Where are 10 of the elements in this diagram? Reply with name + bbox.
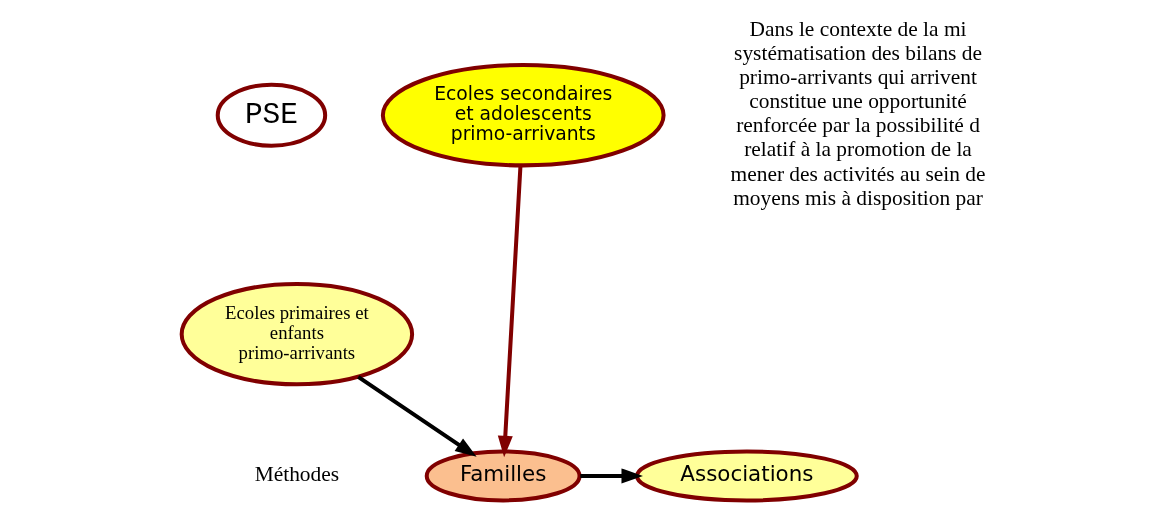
node-ellipse: PSE (215, 82, 327, 148)
node-ellipse: Familles (424, 449, 582, 503)
arrow (497, 165, 522, 458)
label: Dans le contexte de la mi systématisation des bilans de primo-arrivants qui arrivent constitue une opportunité renforcée par la possibilité d relatif à la promotion de la mener des activités au sein de moyens mis à disposition par (730, 16, 986, 210)
node-ellipse: Associations (634, 449, 859, 503)
node-ellipse: Ecoles primaires et enfants primo-arrivants (179, 282, 414, 387)
node-ellipse: Ecoles secondaires et adolescents primo-arrivants (380, 63, 666, 168)
label: Méthodes (254, 462, 339, 487)
arrow (356, 375, 477, 457)
arrow (579, 468, 643, 484)
